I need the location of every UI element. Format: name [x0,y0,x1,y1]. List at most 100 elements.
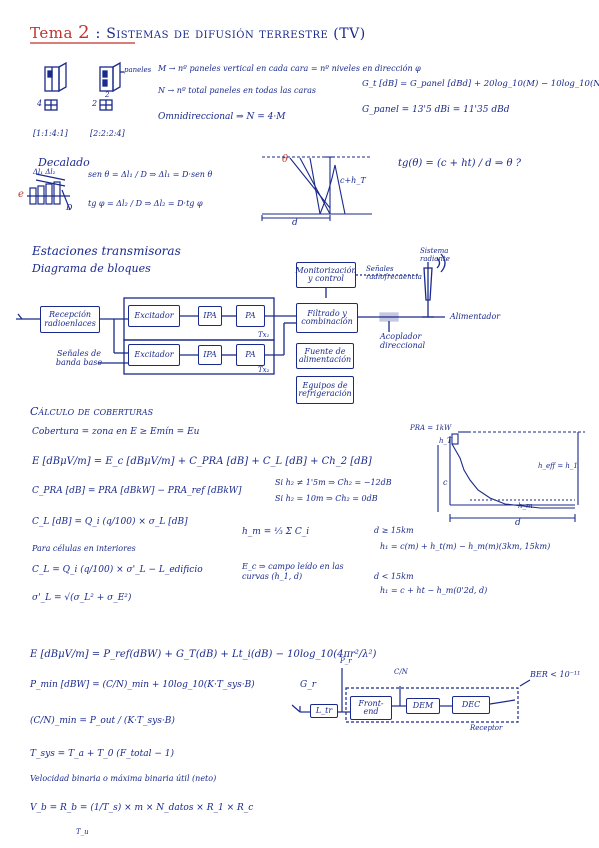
block-fuente: Fuente de alimentación [296,343,354,369]
decalado-theta-label: θ [282,154,289,165]
antenna-n-definition: N → nº total paneles en todas las caras [158,86,317,95]
ipa-2-label: IPA [203,349,217,359]
block-recepcion: Recepción radioenlaces [40,306,100,333]
antenna-gain-formula: G_t [dB] = G_panel [dBd] + 20log_10(M) −… [362,79,599,89]
receiver-dem-block: DEM [406,698,440,714]
antenna-left-label: 4 [37,99,43,108]
equipos-label: Equipos de refrigeración [298,380,352,398]
decalado-c-height: c+h_T [340,176,366,185]
excitador-2-label: Excitador [134,349,174,359]
receiver-ltr-label: L_tr [315,705,333,715]
coberturas-hm: h_m = ¹⁄₃ Σ C_i [242,527,310,537]
block-equipos: Equipos de refrigeración [296,376,354,404]
decalado-title: Decalado [38,156,90,169]
tema-label: Tema [30,24,73,42]
formula-tu: T_u [76,828,89,836]
coberturas-line3c: Si h₂ = 10m ⇒ Ch₂ = 0dB [275,494,378,503]
coberturas-line3: C_PRA [dB] = PRA [dBkW] − PRA_ref [dBkW] [32,486,242,496]
terrain-ht-label: h_T [439,437,452,445]
formula-velocidad: Velocidad binaria o máxima binaria útil … [30,774,217,783]
antenna-right-label: 2 [92,99,98,108]
block-monitorizacion: Monitorización y control [295,262,357,288]
coberturas-line2: E [dBμV/m] = E_c [dBμV/m] + C_PRA [dB] +… [32,456,372,467]
decalado-d-distance: d [292,218,298,228]
receiver-dec-label: DEC [461,699,481,709]
estaciones-title: Estaciones transmisoras [32,244,181,258]
title-colon: : [95,24,101,42]
senales-banda-base: Señales de banda base [55,349,103,368]
formula-pmin: P_min [dBW] = (C/N)_min + 10log_10(K·T_s… [30,680,255,690]
antenna-notation-left: [1:1:4:1] [33,129,68,138]
block-excitador-1: Excitador [128,305,180,327]
receiver-dec-block: DEC [452,696,490,714]
receiver-label: Receptor [470,724,503,732]
receiver-pr: P_r [340,657,352,665]
receiver-ber: BER < 10⁻¹¹ [530,670,581,679]
antenna-notation-right: [2:2:2:4] [90,129,125,138]
receiver-cn: C/N [394,668,408,676]
ipa-1-label: IPA [203,310,217,320]
coberturas-line3b: Si h₂ ≠ 1'5m ⇒ Ch₂ = −12dB [275,478,392,487]
senales-radiofrecuencia: Señales radiofrecuencia [366,265,422,281]
decalado-d-label: D [66,203,73,212]
block-pa-2: PA [236,344,265,366]
decalado-tg-equation: tg φ = Δl₂ / D ⇒ Δl₂ = D·tg φ [88,199,203,208]
coberturas-line5: Para células en interiores [32,544,136,553]
block-ipa-1: IPA [198,306,222,326]
coberturas-line6: C_L = Q_i (q/100) × σ'_L − L_edificio [32,565,203,575]
receiver-gr: G_r [300,680,316,690]
formula-cn-min: (C/N)_min = P_out / (K·T_sys·B) [30,716,175,726]
antenna-gpanel-formula: G_panel = 13'5 dBi = 11'35 dBd [362,105,510,115]
tema-number: 2 [78,22,91,43]
diagrama-subtitle: Diagrama de bloques [32,262,151,275]
antenna-right-top-label: 2 [105,91,110,99]
decalado-delta-labels: Δl₁ Δl₂ [33,168,56,176]
antenna-paneles-label: paneles [124,66,152,74]
antenna-omni-rule: Omnidireccional ⇒ N = 4·M [158,112,286,122]
terrain-pra-label: PRA = 1kW [410,424,452,432]
terrain-c-label: c [443,478,448,487]
tx2-label: Tx₂ [258,366,270,374]
block-excitador-2: Excitador [128,344,180,366]
terrain-hm-label: h_m [518,502,533,510]
coberturas-line4: C_L [dB] = Q_i (q/100) × σ_L [dB] [32,517,188,527]
coberturas-line7: σ'_L = √(σ_L² + σ_E²) [32,593,132,603]
sistema-radiante-label: Sistema radiante [420,247,450,263]
coberturas-h1-less: h₁ = c + ht − h_m(0'2d, d) [380,586,488,595]
block-filtrado: Filtrado y combinación [296,303,358,333]
receiver-ltr-block: L_tr [310,704,338,718]
coberturas-line1: Cobertura = zona en E ≥ Emín = Eu [32,427,200,437]
coberturas-h1-15: h₁ = c(m) + h_t(m) − h_m(m)(3km, 15km) [380,542,551,551]
block-recepcion-label: Recepción radioenlaces [44,310,96,328]
title-text: Sistemas de difusión terrestre (TV) [106,26,366,42]
decalado-sin-equation: sen θ = Δl₁ / D ⇒ Δl₁ = D·sen θ [88,170,213,179]
page-title: Tema 2 : Sistemas de difusión terrestre … [30,22,366,43]
terrain-d-label: d [515,518,521,528]
coberturas-d15: d ≥ 15km [374,526,414,535]
formula-tsys: T_sys = T_a + T_0 (F_total − 1) [30,749,174,759]
excitador-1-label: Excitador [134,310,174,320]
senales-radio-label: Señales radiofrecuencia [366,265,422,281]
alimentador-label: Alimentador [450,312,501,321]
pa-1-label: PA [245,310,256,320]
coberturas-title: Cálculo de coberturas [30,405,154,418]
antenna-m-definition: M → nº paneles vertical en cada cara = n… [158,64,421,73]
fuente-label: Fuente de alimentación [298,346,352,364]
block-ipa-2: IPA [198,345,222,365]
decalado-e-label: e [18,189,24,200]
receiver-frontend-label: Front-end [358,698,384,716]
sistema-radiante: Sistema radiante [420,247,462,263]
terrain-heff-label: h_eff = h_1 [538,462,578,470]
block-pa-1: PA [236,305,265,327]
receiver-dem-label: DEM [412,700,434,710]
monitorizacion-label: Monitorización y control [295,265,357,283]
formula-vb: V_b = R_b = (1/T_s) × m × N_datos × R_1 … [30,803,254,813]
coberturas-dless15: d < 15km [374,572,414,581]
filtrado-label: Filtrado y combinación [301,308,353,326]
